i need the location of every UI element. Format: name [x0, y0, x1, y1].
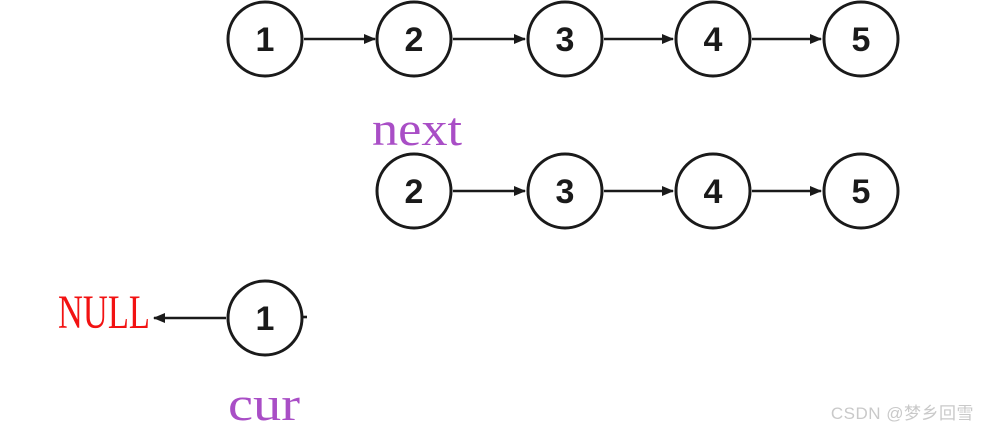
list-node: 4	[674, 0, 752, 78]
next-pointer-label: next	[372, 103, 463, 156]
list-node: 3	[526, 152, 604, 230]
list-node: 5	[822, 152, 900, 230]
node-circle	[526, 0, 604, 78]
list-node: 4	[674, 152, 752, 230]
node-value: 2	[405, 21, 424, 59]
cur-pointer-label: cur	[228, 378, 300, 431]
node-circle	[226, 0, 304, 78]
list-node: 1	[226, 0, 304, 78]
list-node: 5	[822, 0, 900, 78]
node-circle	[674, 0, 752, 78]
node-circle	[375, 0, 453, 78]
list-node: 2	[375, 0, 453, 78]
node-value: 1	[256, 300, 275, 338]
node-value: 2	[405, 173, 424, 211]
list-row-cur: NULL 1 cur	[58, 279, 307, 431]
node-value: 4	[704, 173, 723, 211]
node-circle	[674, 152, 752, 230]
node-value: 3	[556, 173, 575, 211]
null-label: NULL	[58, 286, 150, 339]
node-value: 4	[704, 21, 723, 59]
csdn-watermark: CSDN @梦乡回雪	[831, 404, 974, 423]
node-value: 5	[852, 21, 871, 59]
node-value: 3	[556, 21, 575, 59]
list-node: 1	[226, 279, 304, 357]
node-circle	[375, 152, 453, 230]
node-value: 1	[256, 21, 275, 59]
list-row-original: 1 2 3 4 5	[226, 0, 900, 78]
list-node: 2	[375, 152, 453, 230]
node-circle	[526, 152, 604, 230]
node-circle	[822, 152, 900, 230]
node-value: 5	[852, 173, 871, 211]
list-node: 3	[526, 0, 604, 78]
node-circle	[822, 0, 900, 78]
list-row-next: next 2 3 4 5	[372, 103, 900, 230]
